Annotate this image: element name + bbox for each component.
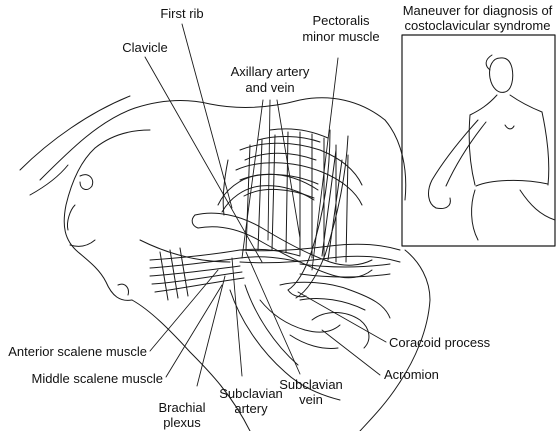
label-axillary-line2: and vein [245, 80, 295, 95]
label-brachial-line2: plexus [163, 415, 201, 430]
label-subclavian-vein-line2: vein [299, 392, 323, 407]
head-outline [19, 95, 211, 301]
inset-title-line2: costoclavicular syndrome [404, 18, 551, 33]
leader-lines [144, 23, 387, 387]
humerus-shape [229, 284, 341, 401]
label-acromion: Acromion [384, 367, 439, 382]
label-pectoralis-line1: Pectoralis [312, 13, 370, 28]
pectoralis-minor-shape [287, 129, 349, 299]
label-subclavian-vein-line1: Subclavian [279, 377, 343, 392]
label-subclavian-artery-line2: artery [234, 401, 268, 416]
label-pectoralis-line2: minor muscle [302, 29, 380, 44]
label-subclavian-artery-line1: Subclavian [219, 386, 283, 401]
coracoid-scapula [259, 281, 391, 349]
scalene-muscles [149, 247, 301, 301]
label-first-rib: First rib [160, 6, 204, 21]
label-middle-scalene: Middle scalene muscle [31, 371, 163, 386]
inset-title-line1: Maneuver for diagnosis of [402, 3, 553, 18]
shoulder-outline [131, 97, 431, 431]
clavicle-shape [191, 212, 373, 279]
label-coracoid-process: Coracoid process [389, 335, 491, 350]
inset-panel [401, 34, 556, 247]
label-brachial-line1: Brachial [158, 400, 206, 415]
label-clavicle: Clavicle [122, 40, 168, 55]
label-axillary-line1: Axillary artery [230, 64, 310, 79]
first-rib-shape [217, 173, 319, 213]
label-anterior-scalene: Anterior scalene muscle [8, 344, 147, 359]
